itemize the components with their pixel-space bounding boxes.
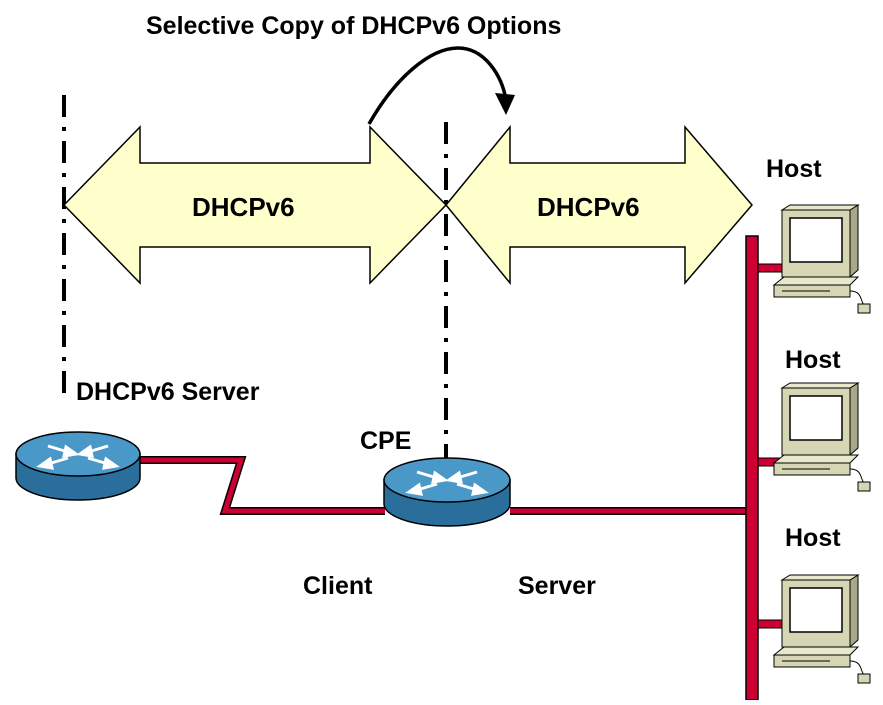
host-computer-icon	[772, 574, 871, 684]
cpe-label: CPE	[360, 427, 412, 455]
dhcpv6-exchange-right-label: DHCPv6	[537, 192, 640, 222]
host-computer-icon	[772, 382, 871, 492]
hosts-layer	[772, 204, 871, 684]
wan-link-color	[140, 457, 385, 514]
wan-link	[140, 456, 385, 515]
server-router-icon	[15, 431, 141, 501]
cpe-server-role-label: Server	[518, 572, 596, 600]
host-label: Host	[766, 155, 822, 183]
copy-arrow	[367, 46, 508, 125]
dhcpv6-exchange-left-label: DHCPv6	[192, 192, 295, 222]
dhcpv6-server-label: DHCPv6 Server	[76, 378, 260, 406]
lan-bus	[745, 235, 759, 701]
cpe-router-icon	[383, 457, 511, 527]
dhcpv6-arrow-right	[445, 124, 753, 286]
diagram-title: Selective Copy of DHCPv6 Options	[146, 12, 562, 40]
cpe-client-role-label: Client	[303, 572, 373, 600]
host-computer-icon	[772, 204, 871, 314]
host-label: Host	[785, 346, 841, 374]
host-label: Host	[785, 524, 841, 552]
copy-arrowhead	[495, 93, 515, 115]
